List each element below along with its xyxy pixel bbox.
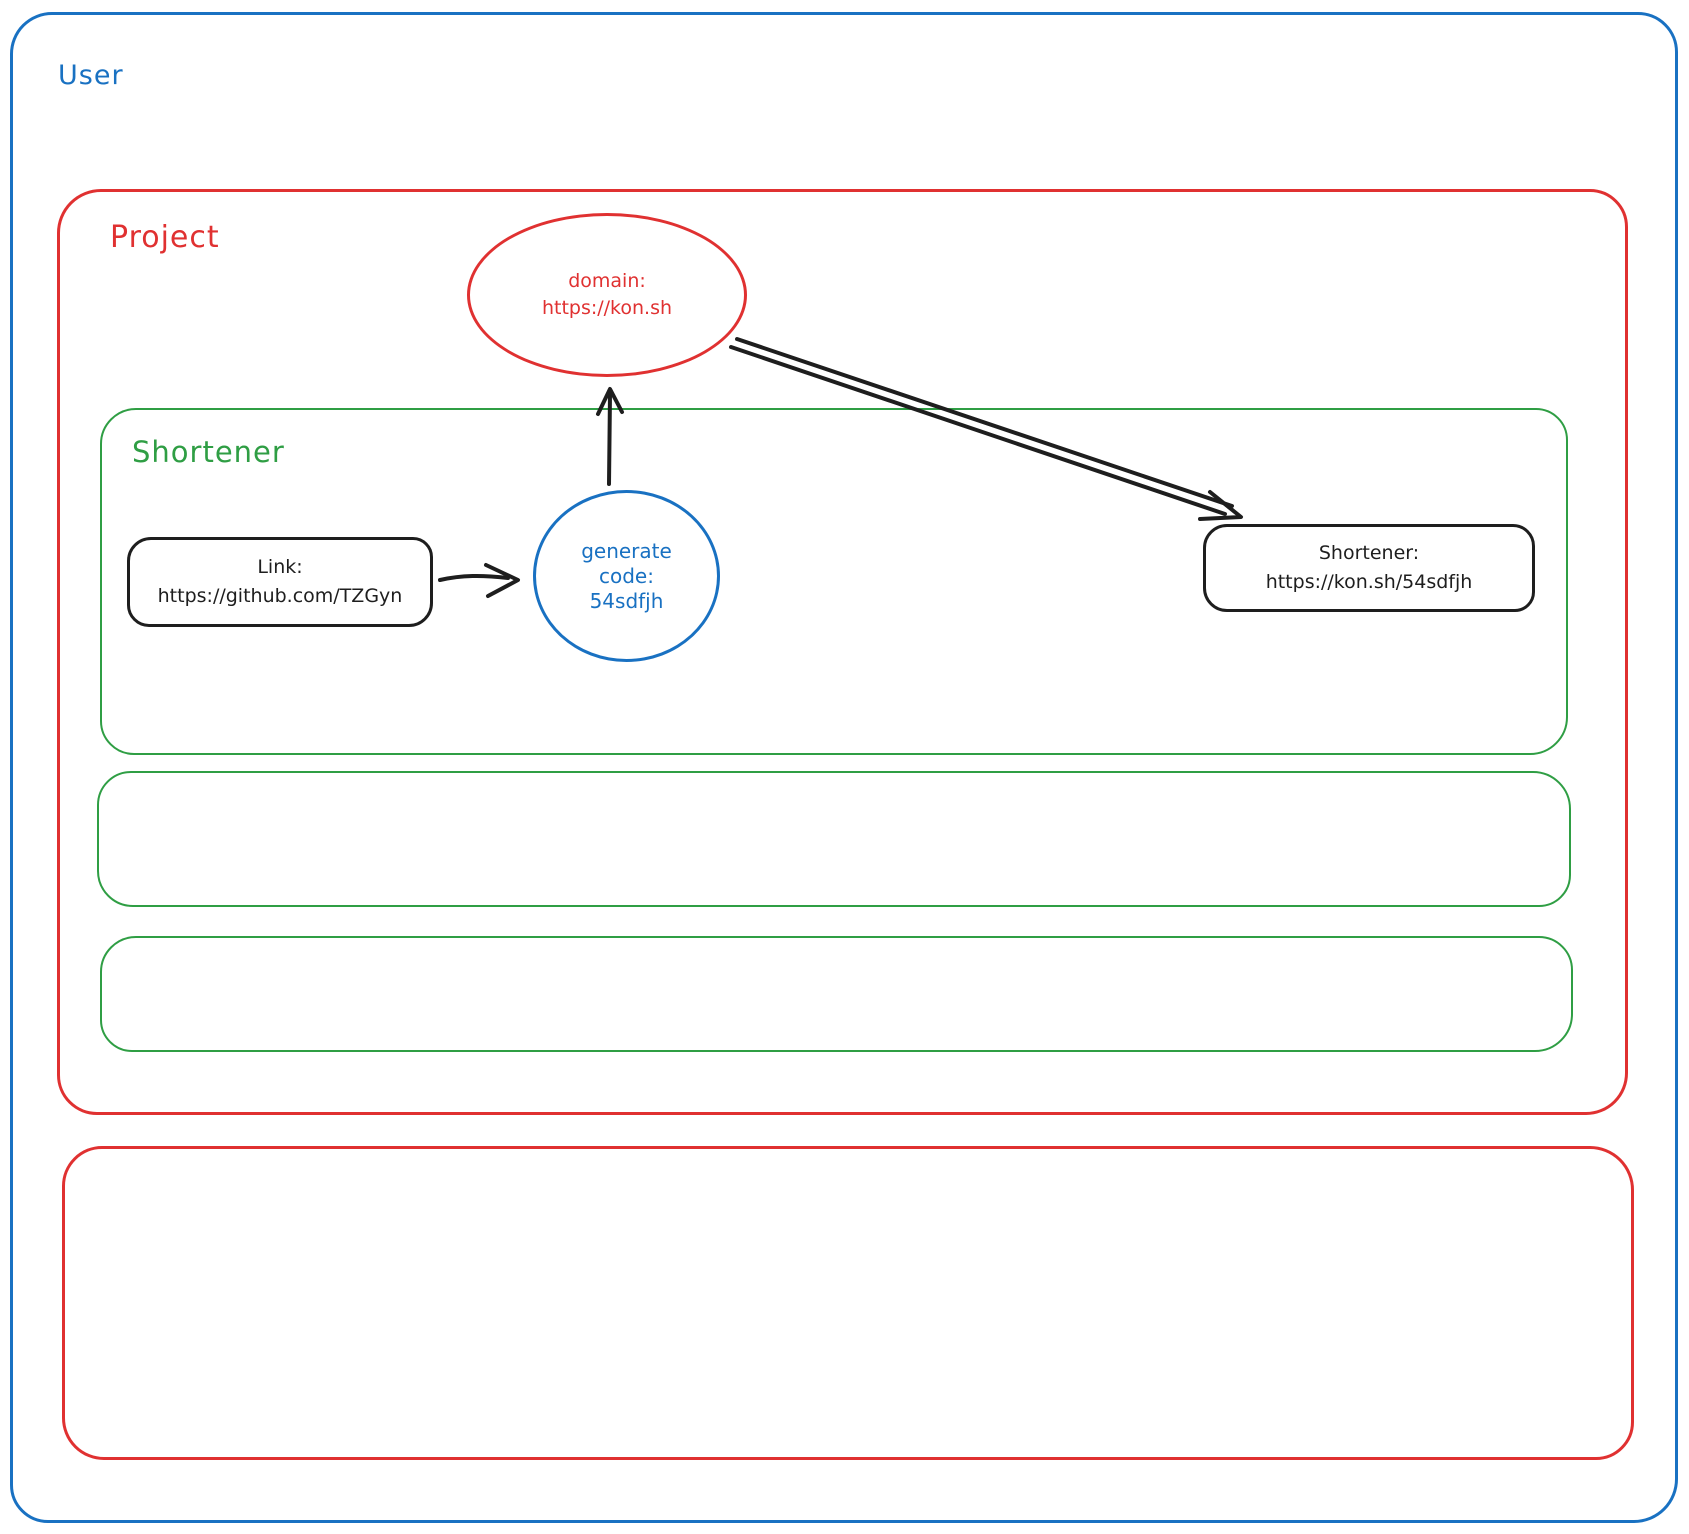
link-text-line1: Link: <box>257 556 303 578</box>
domain-text-line2: https://kon.sh <box>541 297 673 319</box>
project-container-frame <box>57 189 1628 1115</box>
shorturl-text-line1: Shortener: <box>1318 542 1420 564</box>
generate-text-line1: generate <box>581 538 672 563</box>
generate-text-line3: 54sdfjh <box>589 588 664 613</box>
empty-bottom-red-frame <box>62 1146 1634 1460</box>
user-container-frame <box>10 12 1678 1523</box>
shorturl-text-line2: https://kon.sh/54sdfjh <box>1265 571 1473 593</box>
link-text-line2: https://github.com/TZGyn <box>157 585 403 607</box>
domain-text-line1: domain: <box>568 270 646 292</box>
project-container-label: Project <box>110 220 220 255</box>
shortener-container-label: Shortener <box>132 435 285 469</box>
empty-green-row-frame-2 <box>100 936 1573 1052</box>
empty-green-row-frame-1 <box>97 771 1571 907</box>
generate-text-line2: code: <box>599 563 654 588</box>
shortened-url-node: Shortener: https://kon.sh/54sdfjh <box>1203 524 1535 612</box>
domain-ellipse-node: domain: https://kon.sh <box>467 213 747 377</box>
link-node: Link: https://github.com/TZGyn <box>127 537 433 627</box>
user-container-label: User <box>58 60 124 91</box>
generate-code-circle-node: generate code: 54sdfjh <box>533 490 720 662</box>
